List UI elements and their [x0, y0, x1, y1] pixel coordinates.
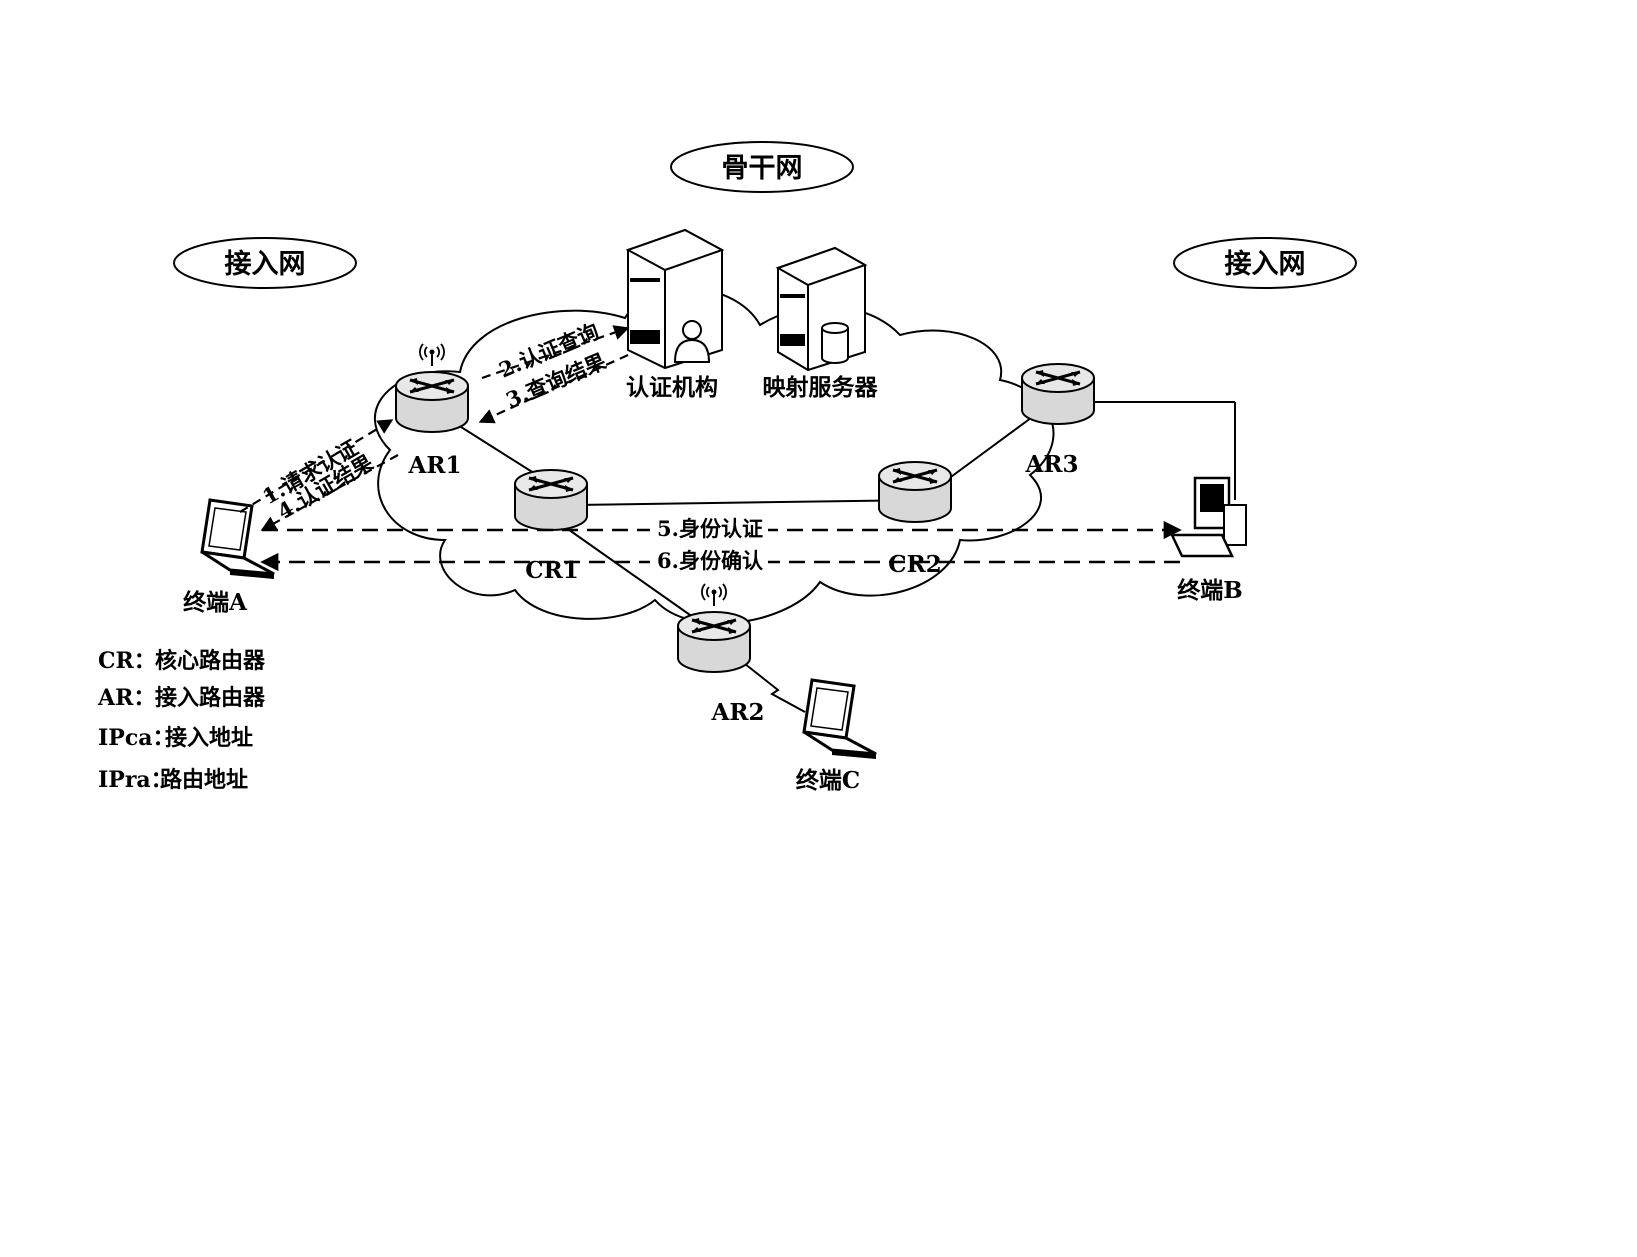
terminal-c-laptop-icon	[802, 678, 878, 761]
router-icon	[394, 370, 470, 434]
access-right-label: 接入网	[1225, 249, 1306, 280]
access-left-label: 接入网	[225, 249, 306, 280]
terminal-a-label: 终端A	[183, 589, 248, 616]
access-right-oval	[1173, 237, 1357, 289]
router-ar1	[394, 343, 470, 434]
auth-server-icon	[625, 228, 725, 370]
mapping-server-label: 映射服务器	[763, 374, 879, 401]
router-icon	[513, 468, 589, 532]
router-cr1	[513, 468, 589, 532]
step2-arrow	[481, 325, 630, 380]
router-ar3	[1020, 362, 1096, 426]
ar2-label: AR2	[711, 699, 765, 726]
terminal-a-laptop-icon	[200, 498, 276, 581]
mapping-server-icon	[775, 246, 868, 372]
backbone-cloud	[374, 287, 1055, 625]
user-icon	[673, 320, 711, 363]
links	[449, 401, 1236, 713]
router-cr2	[877, 460, 953, 524]
legend-term: IPra：	[98, 767, 173, 793]
step3-arrow	[478, 353, 629, 424]
legend: CR： 核心路由器 AR： 接入路由器 IPca： 接入地址 IPra： 路由地…	[97, 648, 266, 793]
router-icon	[1020, 362, 1096, 426]
ar1-label: AR1	[408, 452, 462, 479]
step5-label: 5.身份认证	[657, 516, 763, 541]
backbone-oval	[670, 141, 854, 193]
antenna-icon	[418, 343, 446, 367]
access-left-oval	[173, 237, 357, 289]
backbone-label: 骨干网	[722, 153, 803, 184]
database-icon	[821, 322, 849, 364]
legend-term: AR：	[97, 685, 155, 711]
legend-term: IPca：	[98, 725, 175, 751]
step6-label: 6.身份确认	[657, 548, 763, 573]
legend-desc: 接入地址	[165, 725, 253, 751]
step4-arrow	[260, 454, 399, 531]
legend-desc: 路由地址	[160, 767, 248, 793]
legend-desc: 核心路由器	[155, 648, 266, 674]
terminal-b-desktop-icon	[1170, 476, 1247, 558]
terminal-b-label: 终端B	[1177, 577, 1242, 604]
router-icon	[877, 460, 953, 524]
terminal-c-label: 终端C	[796, 767, 860, 794]
auth-server-label: 认证机构	[626, 374, 718, 401]
router-icon	[676, 610, 752, 674]
legend-desc: 接入路由器	[155, 685, 266, 711]
legend-term: CR：	[98, 648, 156, 674]
cr2-label: CR2	[888, 551, 941, 578]
ar3-label: AR3	[1025, 451, 1079, 478]
